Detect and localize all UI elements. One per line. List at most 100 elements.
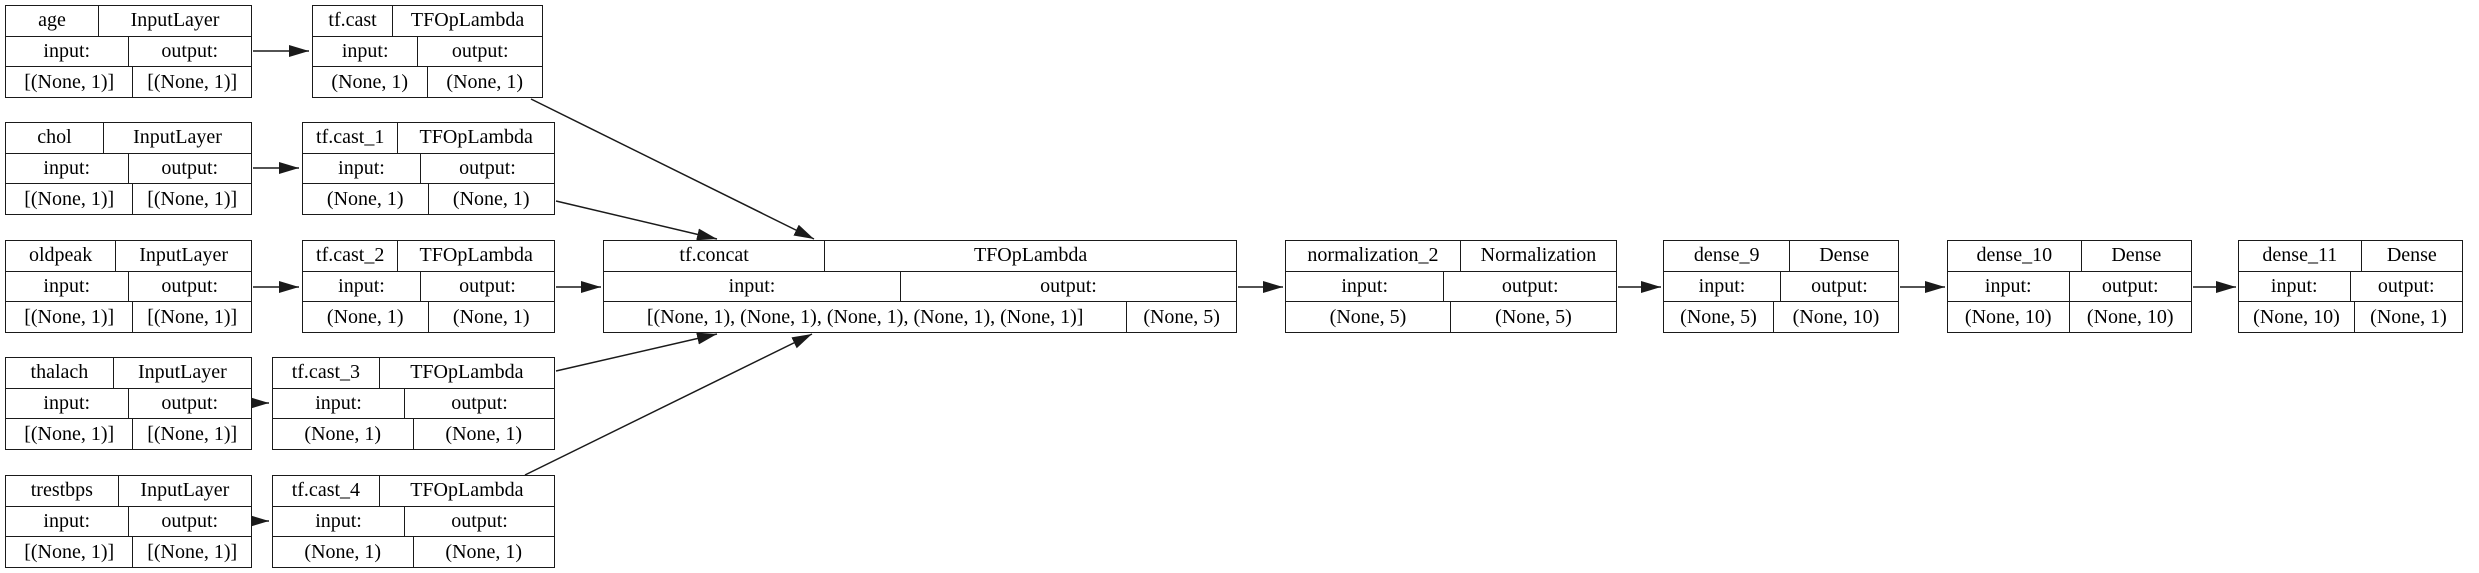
input-caption: input: [273,388,406,419]
layer-class-label: InputLayer [139,244,229,267]
node-row: (None, 1)(None, 1) [303,184,554,215]
node-row: input:output: [1948,271,2191,303]
node-row: thalach InputLayer [6,358,251,389]
input-caption: input: [6,388,129,419]
output-caption: output: [1501,275,1559,297]
layer-name-label: age [6,6,100,36]
output-caption: output: [161,157,219,179]
layer-class-label: InputLayer [130,9,220,32]
input-shape-value: [(None, 1)] [6,302,134,333]
input-shape-value: (None, 10) [1948,302,2070,333]
layer-name-label: oldpeak [6,241,117,271]
output-caption: output: [459,157,516,179]
node-row: input: output: [1286,271,1616,303]
output-shape-value: [(None, 1)] [147,70,238,93]
layer-class-label: InputLayer [137,361,227,384]
layer-name-label: normalization_2 [1286,241,1461,271]
layer-name-label: tf.cast_3 [273,358,380,388]
node-row: [(None, 1)] [(None, 1)] [6,67,251,98]
input-caption: input: [6,153,129,184]
edge-tf-cast-4-to-tf-concat [524,333,813,476]
layer-class-label: TFOpLambda [973,244,1088,267]
node-row: input: output: [6,153,251,185]
output-caption: output: [161,510,219,532]
output-caption: output: [451,510,508,532]
input-caption: input: [2239,271,2351,302]
node-row: tf.cast_2 TFOpLambda [303,241,554,272]
node-row: input: output: [303,271,554,303]
input-caption: input: [303,271,421,302]
layer-name-label: trestbps [6,476,119,506]
output-caption: output: [451,392,508,414]
layer-name-label: tf.concat [604,241,826,271]
output-caption: output: [161,40,219,62]
layer-class-label: TFOpLambda [410,9,525,32]
edge-tf-cast-1-to-tf-concat [555,200,718,241]
layer-class-label: TFOpLambda [419,244,533,267]
output-shape-value: [(None, 1)] [147,540,238,563]
edge-tf-cast-3-to-tf-concat [555,332,718,372]
node-row: input: output: [273,506,554,538]
input-shape-value: [(None, 1)] [6,67,134,98]
node-row: dense_11 Dense [2239,241,2462,272]
node-tf-cast-2: tf.cast_2 TFOpLambda input: output: (None, 1… [302,240,555,333]
input-caption: input: [313,36,419,67]
input-caption: input: [273,506,406,537]
node-row: tf.concat TFOpLambda [604,241,1236,272]
output-shape-value: (None, 1) [452,187,530,210]
input-caption: input: [6,271,129,302]
input-shape-value: (None, 10) [2239,302,2355,333]
node-row: [(None, 1)][(None, 1)] [6,419,251,450]
input-shape-value: [(None, 1), (None, 1), (None, 1), (None,… [604,302,1128,333]
node-row: (None, 10)(None, 1) [2239,302,2462,333]
layer-class-label: Dense [2386,244,2437,267]
node-row: chol InputLayer [6,123,251,154]
input-shape-value: (None, 1) [313,67,428,98]
node-row: input:output: [6,36,251,68]
layer-name-label: chol [6,123,104,153]
node-row: [(None, 1)][(None, 1)] [6,537,251,568]
node-oldpeak: oldpeak InputLayer input: output: [(None, 1)… [5,240,252,333]
output-shape-value: (None, 10) [2086,305,2174,328]
input-shape-value: (None, 1) [303,302,429,333]
output-caption: output: [459,275,516,297]
node-row: [(None, 1)] [(None, 1)] [6,302,251,333]
input-shape-value: (None, 5) [1286,302,1451,333]
layer-class-label: Dense [2111,244,2162,267]
layer-name-label: dense_11 [2239,241,2362,271]
node-row: [(None, 1), (None, 1), (None, 1), (None,… [604,302,1236,333]
output-caption: output: [2101,275,2159,297]
node-row: tf.cast_3 TFOpLambda [273,358,554,389]
node-row: oldpeak InputLayer [6,241,251,272]
input-shape-value: [(None, 1)] [6,419,134,450]
input-caption: input: [1664,271,1781,302]
input-caption: input: [1286,271,1445,302]
node-row: input:output: [1664,271,1898,303]
output-caption: output: [161,392,219,414]
layer-name-label: tf.cast_2 [303,241,399,271]
output-shape-value: (None, 5) [1143,305,1220,328]
layer-name-label: tf.cast [313,6,394,36]
layer-name-label: thalach [6,358,114,388]
node-row: (None, 1)(None, 1) [273,419,554,450]
layer-class-label: InputLayer [133,126,222,149]
output-shape-value: (None, 1) [445,422,523,445]
layer-class-label: TFOpLambda [410,361,524,384]
node-row: (None, 10) (None, 10) [1948,302,2191,333]
node-row: (None, 5)(None, 5) [1286,302,1616,333]
output-shape-value: [(None, 1)] [147,305,238,328]
output-caption: output: [161,275,219,297]
